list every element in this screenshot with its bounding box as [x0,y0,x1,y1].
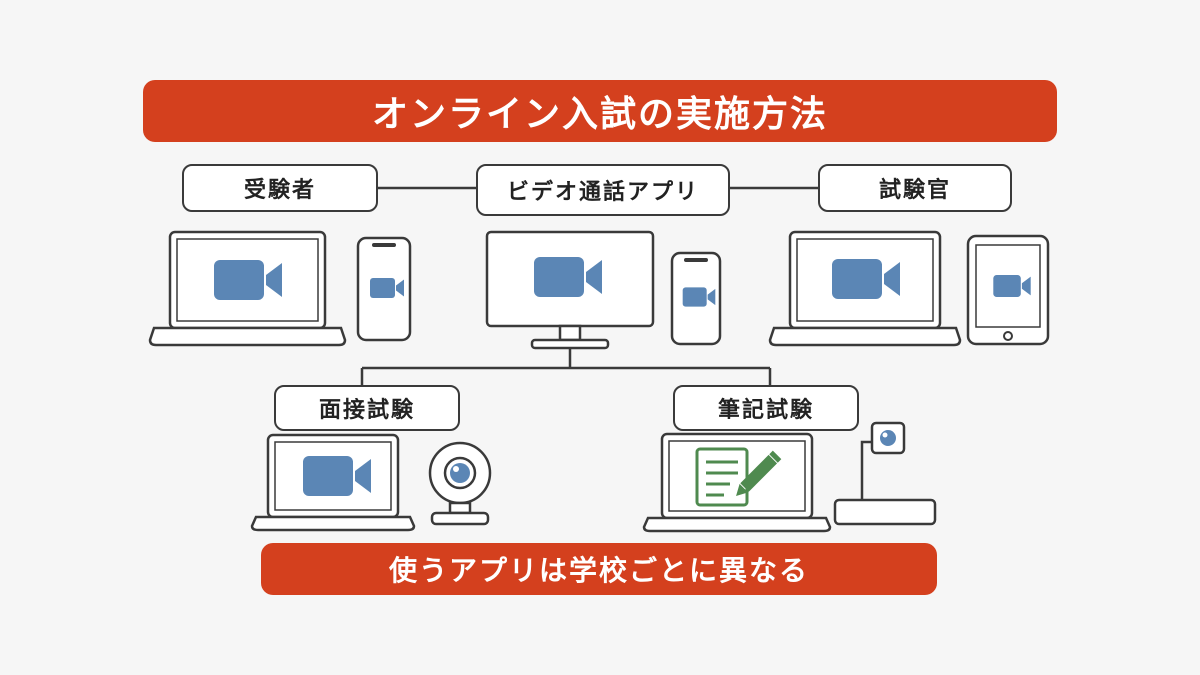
footer-text: 使うアプリは学校ごとに異なる [388,554,809,587]
label-interview-exam-text: 面接試験 [318,398,415,423]
label-written-exam-text: 筆記試験 [717,398,814,423]
connector-lines [360,186,818,385]
label-video-call-app-text: ビデオ通話アプリ [506,180,699,205]
footer-banner: 使うアプリは学校ごとに異なる [261,543,937,595]
page-title: オンライン入試の実施方法 [371,94,828,135]
label-written-exam: 筆記試験 [673,385,859,431]
label-interview-exam: 面接試験 [274,385,460,431]
label-examiner: 試験官 [818,164,1012,212]
label-examinee: 受験者 [182,164,378,212]
document-camera-icon [833,421,937,526]
label-examiner-text: 試験官 [878,178,951,203]
label-video-call-app: ビデオ通話アプリ [476,164,730,216]
label-examinee-text: 受験者 [243,178,316,203]
title-banner: オンライン入試の実施方法 [143,80,1057,142]
document-pencil-icon [695,447,782,507]
webcam-icon [428,441,492,526]
